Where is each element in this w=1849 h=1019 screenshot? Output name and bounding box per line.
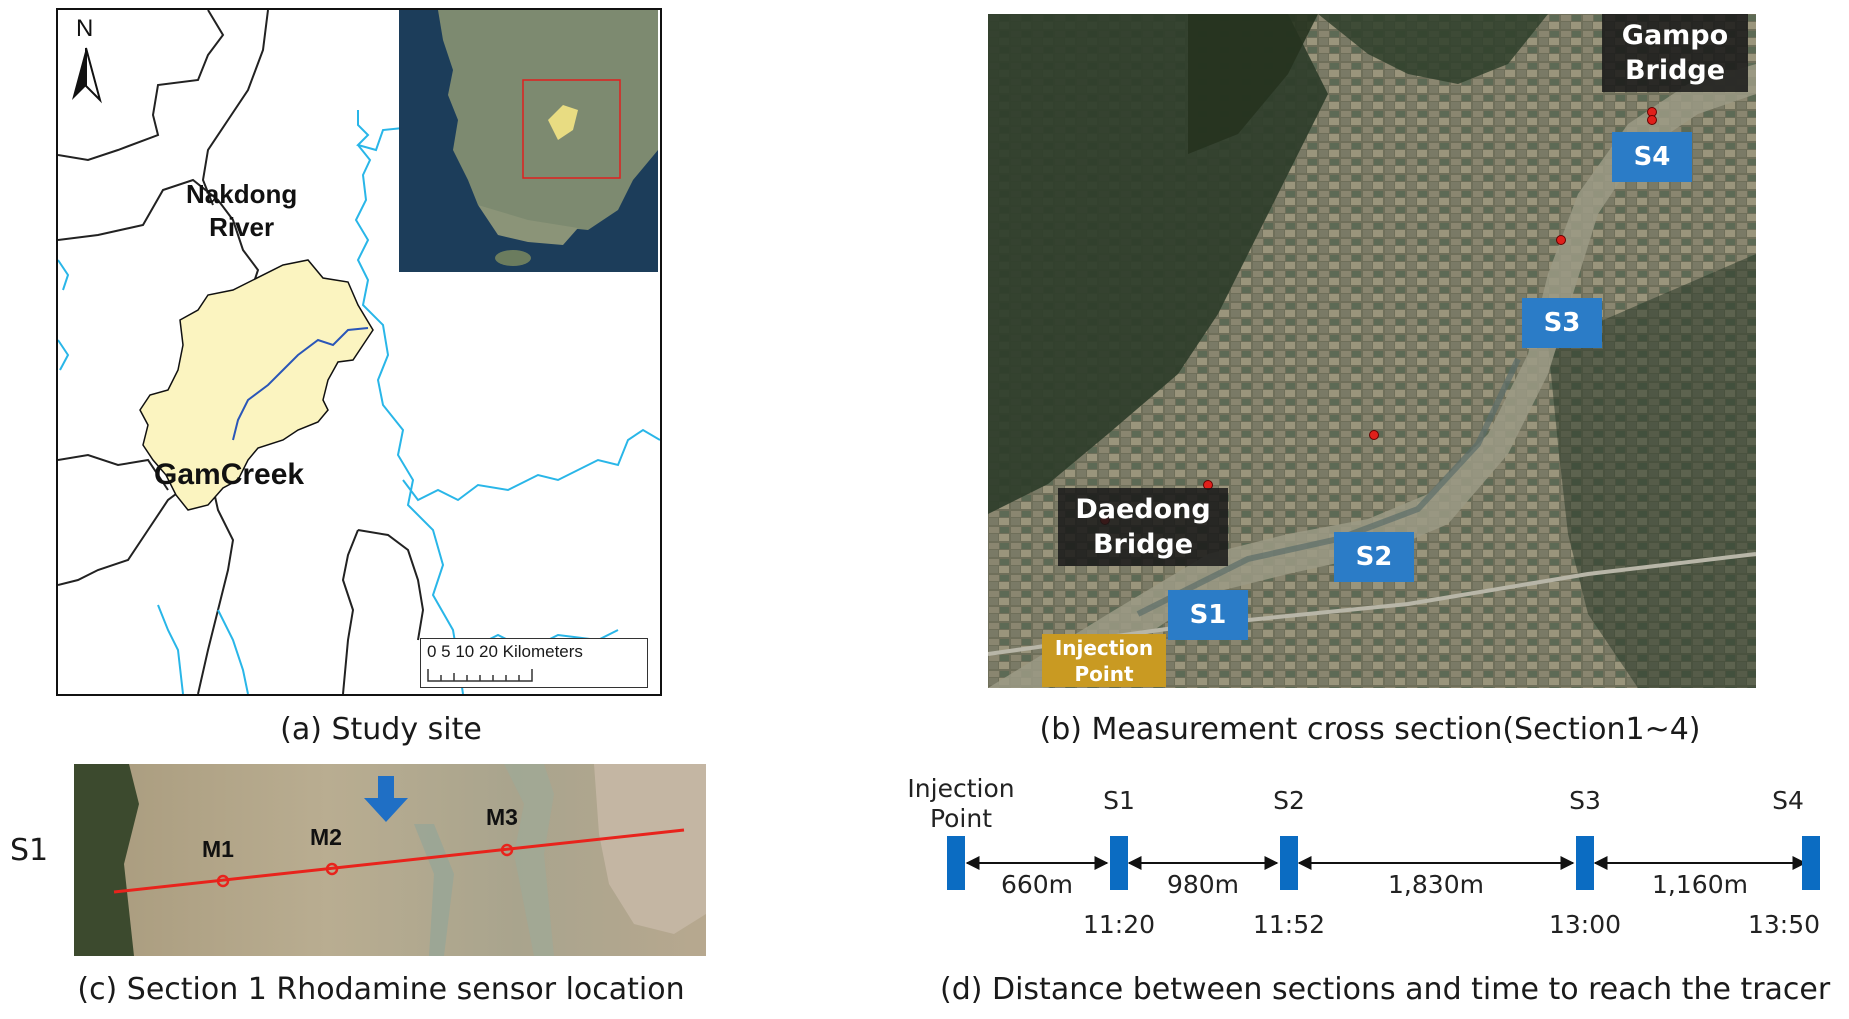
distance-s1-s2: 980m xyxy=(1166,870,1240,899)
gamcreek-basin xyxy=(139,259,374,511)
north-label: N xyxy=(76,15,94,42)
distance-arrows xyxy=(965,856,1807,870)
station-injection-line2: Point xyxy=(929,804,993,833)
flow-direction-arrow-icon xyxy=(364,776,408,822)
satellite-imagery xyxy=(988,14,1756,688)
caption-b: (b) Measurement cross section(Section1~4… xyxy=(1039,712,1701,747)
bar-s4 xyxy=(1802,836,1820,890)
sensor-m1-marker xyxy=(216,874,230,888)
section-distance-diagram: Injection Point S1 S2 S3 S4 660m 980m 1,… xyxy=(900,770,1820,960)
gamcreek-stream xyxy=(232,327,369,441)
section-label-s2: S2 xyxy=(1334,532,1414,582)
time-s3: 13:00 xyxy=(1548,910,1622,939)
sensor-m1-label: M1 xyxy=(202,836,234,862)
scale-bar-text: 0 5 10 20 Kilometers xyxy=(427,642,583,661)
river-label: Nakdong River xyxy=(186,178,297,243)
bar-s2 xyxy=(1280,836,1298,890)
station-injection-line1: Injection xyxy=(907,774,1015,803)
distance-s3-s4: 1,160m xyxy=(1652,870,1748,899)
creek-label: GamCreek xyxy=(154,458,305,491)
section1-aerial-photo xyxy=(74,764,706,956)
north-arrow-icon xyxy=(72,47,102,104)
injection-point-line1: Injection xyxy=(1054,636,1154,660)
gampo-bridge-line2: Bridge xyxy=(1624,55,1726,87)
injection-point-label: Injection Point xyxy=(1042,634,1166,687)
satellite-map: Gampo Bridge Daedong Bridge S1 S2 S3 S4 … xyxy=(988,14,1756,688)
caption-d: (d) Distance between sections and time t… xyxy=(940,972,1831,1007)
bar-s3 xyxy=(1576,836,1594,890)
time-s2: 11:52 xyxy=(1252,910,1326,939)
study-site-map-graphics xyxy=(58,10,660,694)
section-label-s4: S4 xyxy=(1612,132,1692,182)
scale-bar-ruler xyxy=(427,669,533,682)
daedong-bridge-label: Daedong Bridge xyxy=(1058,488,1228,567)
daedong-bridge-line2: Bridge xyxy=(1092,529,1194,561)
study-site-map: N Nakdong River GamCreek 0 5 10 20 Kilom… xyxy=(56,8,662,696)
injection-point-line2: Point xyxy=(1074,662,1134,686)
sensor-m2-label: M2 xyxy=(310,824,342,850)
caption-c: (c) Section 1 Rhodamine sensor location xyxy=(77,972,685,1007)
nakdong-river xyxy=(58,109,660,694)
distance-s2-s3: 1,830m xyxy=(1388,870,1484,899)
sensor-m3-marker xyxy=(500,843,514,857)
inset-korea-map xyxy=(399,10,658,272)
sensor-m3-label: M3 xyxy=(486,804,518,830)
time-s1: 11:20 xyxy=(1082,910,1156,939)
transect-line xyxy=(113,828,685,894)
bar-s1 xyxy=(1110,836,1128,890)
gampo-bridge-line1: Gampo xyxy=(1621,20,1729,51)
station-injection-name: Injection Point xyxy=(906,774,1016,834)
sensor-m2-marker xyxy=(325,862,339,876)
time-s4: 13:50 xyxy=(1748,910,1821,939)
river-label-line1: Nakdong xyxy=(186,179,298,209)
panel-c-side-label: S1 xyxy=(10,833,49,868)
station-s2-name: S2 xyxy=(1273,786,1305,815)
caption-a: (a) Study site xyxy=(280,712,482,747)
station-s3-name: S3 xyxy=(1569,786,1601,815)
station-s1-name: S1 xyxy=(1103,786,1135,815)
station-s4-name: S4 xyxy=(1772,786,1804,815)
daedong-bridge-line1: Daedong xyxy=(1075,494,1211,525)
distance-injection-s1: 660m xyxy=(1000,870,1074,899)
river-label-line2: River xyxy=(209,211,275,242)
section-label-s1: S1 xyxy=(1168,590,1248,640)
section-label-s3: S3 xyxy=(1522,298,1602,348)
gampo-bridge-label: Gampo Bridge xyxy=(1602,14,1748,93)
scale-bar: 0 5 10 20 Kilometers xyxy=(420,638,648,688)
section1-photo: M1 M2 M3 xyxy=(74,764,706,956)
bar-injection-point xyxy=(947,836,965,890)
